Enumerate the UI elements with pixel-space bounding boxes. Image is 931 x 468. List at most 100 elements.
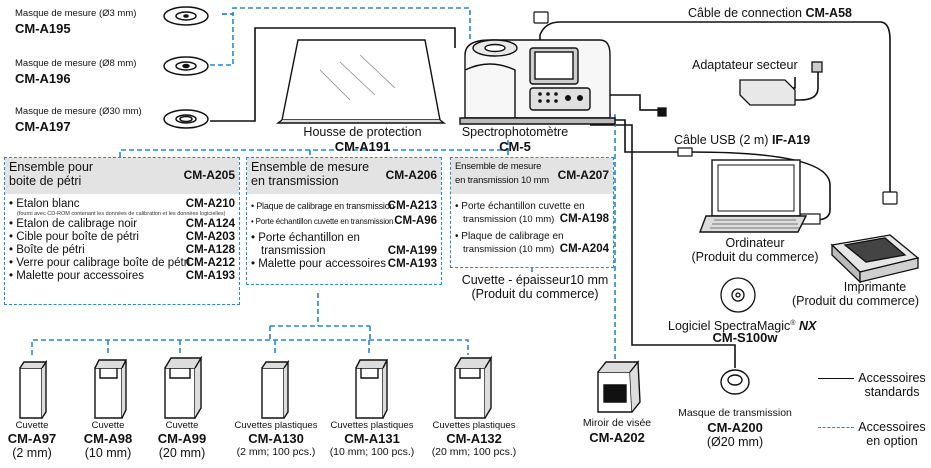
cuvette-size: (2 mm; 100 pcs.)	[236, 446, 316, 458]
usb-wire-2	[689, 151, 831, 221]
cm-a58-wire	[539, 21, 891, 192]
computer-label: Ordinateur	[725, 236, 785, 250]
transmission-10mm-set-box: Ensemble de mesure en transmission 10 mm…	[450, 157, 614, 268]
printer-label: Imprimante	[843, 280, 907, 294]
cuvette-code: CM-A131	[344, 431, 400, 446]
mask-ø3-label: Masque de mesure (Ø3 mm)	[15, 8, 137, 19]
legend-option-label: Accessoires	[858, 420, 926, 434]
list-item: • Porte échantillon cuvette en	[455, 201, 585, 212]
transmission-10mm-set-title: Ensemble de mesure	[455, 161, 542, 172]
cuvette-code: CM-A98	[83, 431, 133, 446]
transmission-mask-code: CM-A200	[707, 420, 763, 435]
petri-dish-set-code: CM-A205	[183, 168, 235, 182]
cuvette-size: (20 mm)	[158, 446, 206, 460]
protective-cover-code: CM-A191	[334, 139, 391, 154]
laptop-drawing	[698, 159, 808, 233]
mask-ø30-code: CM-A197	[15, 119, 71, 134]
spectrophotometer-label: Spectrophotomètre	[461, 125, 569, 139]
transmission-set-box: Ensemble de mesure en transmission CM-A2…	[246, 157, 442, 285]
transmission-set-title-2: en transmission	[251, 174, 339, 188]
protective-cover-drawing	[275, 39, 447, 124]
mask-ø8-code: CM-A196	[15, 71, 71, 86]
mask-ø8-label: Masque de mesure (Ø8 mm)	[15, 58, 137, 69]
mask-discs	[163, 6, 209, 129]
connector-drawing	[533, 11, 898, 205]
petri-dish-set-box: Ensemble pour boite de pétri CM-A205 • E…	[4, 157, 240, 305]
mask-ø30-wire	[210, 27, 456, 122]
cuvette-name: Cuvettes plastiques	[432, 420, 516, 431]
cuvette-name: Cuvette	[15, 420, 49, 431]
legend-option-label-2: en option	[866, 434, 918, 448]
transmission-set-header: Ensemble de mesure en transmission CM-A2…	[247, 158, 441, 194]
cuvette-name: Cuvettes plastiques	[330, 420, 414, 431]
legend-solid-line	[818, 378, 854, 379]
petri-dish-set-title-2: boite de pétri	[9, 174, 82, 188]
legend-standard-label-2: standards	[864, 385, 920, 399]
list-item: • Plaque de calibrage en	[455, 231, 564, 242]
usb-cable-code: IF-A19	[771, 133, 811, 147]
transmission-mask-size: (Ø20 mm)	[706, 435, 764, 449]
transmission-10mm-set-title-2: en transmission 10 mm	[455, 175, 550, 186]
printer-sub: (Produit du commerce)	[791, 294, 920, 308]
protective-cover-label: Housse de protection	[303, 125, 422, 139]
usb-cable-label: Câble USB (2 m) IF-A19	[674, 133, 811, 147]
software-label: Logiciel SpectraMagic® NX	[668, 319, 817, 334]
computer-sub: (Produit du commerce)	[691, 250, 819, 264]
ac-adapter-label: Adaptateur secteur	[692, 58, 798, 72]
petri-set-wire	[119, 140, 509, 157]
legend-standard-label: Accessoires	[858, 371, 926, 385]
spectrophotometer-drawing	[459, 39, 616, 125]
transmission-10mm-set-header: Ensemble de mesure en transmission 10 mm…	[451, 158, 613, 194]
cuvette-drawings	[19, 355, 493, 419]
cuvette-code: CM-A132	[446, 431, 502, 446]
trans-mask-wire	[590, 124, 736, 368]
cuvette-size: (10 mm; 100 pcs.)	[329, 446, 415, 458]
viewing-mirror-drawing	[597, 360, 641, 413]
petri-dish-set-title: Ensemble pour	[9, 160, 94, 174]
cuvette-code: CM-A130	[248, 431, 304, 446]
list-item: • Porte échantillon cuvette en transmiss…	[251, 215, 437, 227]
list-item-continued: transmission (10 mm)CM-A204	[463, 243, 609, 255]
petri-dish-set-header: Ensemble pour boite de pétri CM-A205	[5, 158, 239, 194]
software-code: CM-S100w	[712, 330, 778, 345]
mask-ø3-code: CM-A195	[15, 21, 71, 36]
cuvette-size: (2 mm)	[12, 446, 52, 460]
cuvette-name: Cuvette	[91, 420, 125, 431]
connection-cable-label: Câble de connection CM-A58	[688, 6, 852, 20]
transmission-mask-label: Masque de transmission	[678, 407, 792, 419]
cuvette-name: Cuvettes plastiques	[234, 420, 318, 431]
mirror-wire	[598, 114, 616, 372]
ac-adapter-drawing	[640, 61, 823, 117]
transmission-mask-drawing	[720, 369, 750, 395]
cuvette-drawing	[19, 359, 48, 419]
cuvette-size: (20 mm; 100 pcs.)	[431, 446, 517, 458]
printer-drawing	[830, 234, 920, 284]
transmission-set-code: CM-A206	[385, 168, 437, 182]
spectrophotometer-code: CM-5	[499, 139, 531, 154]
connection-cable-code: CM-A58	[805, 6, 852, 20]
cuvette-name: Cuvette	[165, 420, 199, 431]
petri-note: (fourni avec CD-ROM contenant les donnée…	[17, 211, 226, 217]
cuvette-branch	[31, 339, 469, 355]
transmission-10mm-set-code: CM-A207	[557, 168, 609, 182]
list-item-continued: transmission (10 mm)CM-A198	[463, 213, 609, 225]
mask-ø3-wire	[222, 7, 471, 42]
viewing-mirror-code: CM-A202	[589, 430, 645, 445]
optional-connections	[31, 7, 616, 372]
legend-dashed-line	[818, 427, 854, 428]
transmission-set-title: Ensemble de mesure	[251, 160, 370, 174]
mask-ø8-wire	[210, 13, 234, 66]
cuvette-code: CM-A97	[7, 431, 57, 446]
mask-ø30-label: Masque de mesure (Ø30 mm)	[15, 106, 142, 117]
cd-drawing	[720, 277, 756, 313]
